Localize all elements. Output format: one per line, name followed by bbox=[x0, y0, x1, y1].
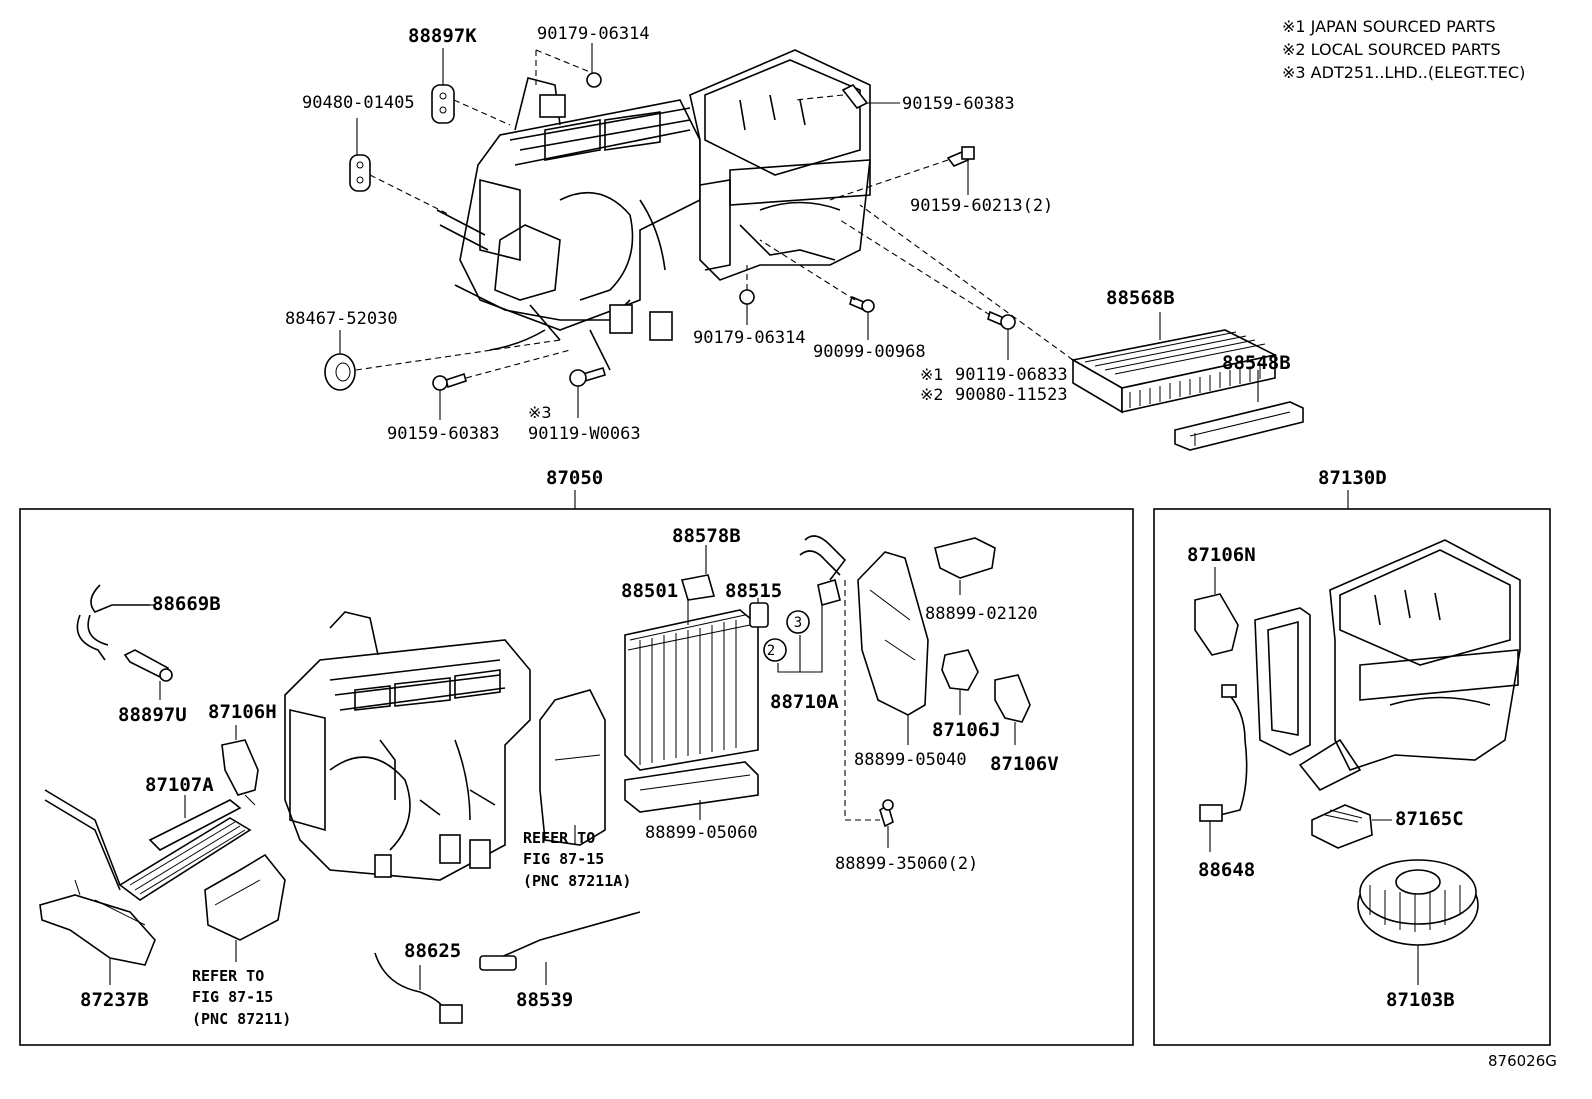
refer-87211-line2: FIG 87-15 bbox=[192, 988, 273, 1006]
label-90099-00968: 90099-00968 bbox=[813, 342, 926, 362]
label-88568B: 88568B bbox=[1106, 287, 1175, 309]
note-adt251: ※3 ADT251..LHD..(ELEGT.TEC) bbox=[1282, 63, 1525, 82]
label-90159-60383-right: 90159-60383 bbox=[902, 94, 1015, 114]
label-88578B: 88578B bbox=[672, 525, 741, 547]
label-90119-06833: 90119-06833 bbox=[955, 365, 1068, 385]
label-88515: 88515 bbox=[725, 580, 782, 602]
label-88625: 88625 bbox=[404, 940, 461, 962]
label-90179-06314-top: 90179-06314 bbox=[537, 24, 650, 44]
label-88897K: 88897K bbox=[408, 25, 477, 47]
label-90080-11523: 90080-11523 bbox=[955, 385, 1068, 405]
refer-87211-line1: REFER TO bbox=[192, 967, 264, 985]
label-87106H: 87106H bbox=[208, 701, 277, 723]
assembly-87050-drawings bbox=[39, 535, 1031, 1024]
label-88899-05040: 88899-05040 bbox=[854, 750, 967, 770]
assembly-87050-frame bbox=[19, 508, 1134, 1046]
label-88501: 88501 bbox=[621, 580, 678, 602]
label-88899-02120: 88899-02120 bbox=[925, 604, 1038, 624]
assembly-87130D-leaders bbox=[1209, 567, 1419, 985]
label-87107A: 87107A bbox=[145, 774, 214, 796]
mark-adt251: ※3 bbox=[528, 403, 552, 422]
label-90159-60213: 90159-60213(2) bbox=[910, 196, 1053, 216]
filter-cover-drawing bbox=[1174, 401, 1304, 451]
refer-87211A-line3: (PNC 87211A) bbox=[523, 872, 631, 890]
air-filter-drawing bbox=[1070, 329, 1278, 414]
label-90159-60383-left: 90159-60383 bbox=[387, 424, 500, 444]
note-japan-sourced: ※1 JAPAN SOURCED PARTS bbox=[1282, 17, 1496, 36]
label-87106N: 87106N bbox=[1187, 544, 1256, 566]
label-88648: 88648 bbox=[1198, 859, 1255, 881]
label-87103B: 87103B bbox=[1386, 989, 1455, 1011]
label-87106J: 87106J bbox=[932, 719, 1001, 741]
label-88899-05060: 88899-05060 bbox=[645, 823, 758, 843]
ref-circle-3 bbox=[786, 610, 810, 634]
label-88548B: 88548B bbox=[1222, 352, 1291, 374]
label-87106V: 87106V bbox=[990, 753, 1059, 775]
label-88710A: 88710A bbox=[770, 691, 839, 713]
label-88899-35060: 88899-35060(2) bbox=[835, 854, 978, 874]
assembly-87130D-title: 87130D bbox=[1318, 467, 1387, 489]
mark-local-sourced: ※2 bbox=[920, 385, 944, 404]
refer-87211A-line2: FIG 87-15 bbox=[523, 850, 604, 868]
label-88467-52030: 88467-52030 bbox=[285, 309, 398, 329]
label-88539: 88539 bbox=[516, 989, 573, 1011]
mark-japan-sourced: ※1 bbox=[920, 365, 944, 384]
label-circle-2: 2 bbox=[767, 643, 775, 659]
label-87237B: 87237B bbox=[80, 989, 149, 1011]
figure-code: 876026G bbox=[1488, 1052, 1557, 1070]
label-90179-06314-mid: 90179-06314 bbox=[693, 328, 806, 348]
label-90480-01405: 90480-01405 bbox=[302, 93, 415, 113]
top-leader-lines bbox=[339, 43, 1259, 420]
assembly-87050-title: 87050 bbox=[546, 467, 603, 489]
label-circle-3: 3 bbox=[794, 615, 802, 631]
label-88669B: 88669B bbox=[152, 593, 221, 615]
assembly-87050-leaders bbox=[109, 545, 1016, 990]
note-local-sourced: ※2 LOCAL SOURCED PARTS bbox=[1282, 40, 1501, 59]
top-fasteners bbox=[324, 72, 1016, 391]
assembly-87130D-drawings bbox=[1194, 539, 1521, 946]
refer-87211-line3: (PNC 87211) bbox=[192, 1010, 291, 1028]
label-90119-W0063: 90119-W0063 bbox=[528, 424, 641, 444]
label-87165C: 87165C bbox=[1395, 808, 1464, 830]
refer-87211A-line1: REFER TO bbox=[523, 829, 595, 847]
hvac-unit-housing-drawing bbox=[436, 49, 871, 371]
assembly-87130D-frame bbox=[1153, 508, 1551, 1046]
label-88897U: 88897U bbox=[118, 704, 187, 726]
ref-circle-2 bbox=[763, 638, 787, 662]
